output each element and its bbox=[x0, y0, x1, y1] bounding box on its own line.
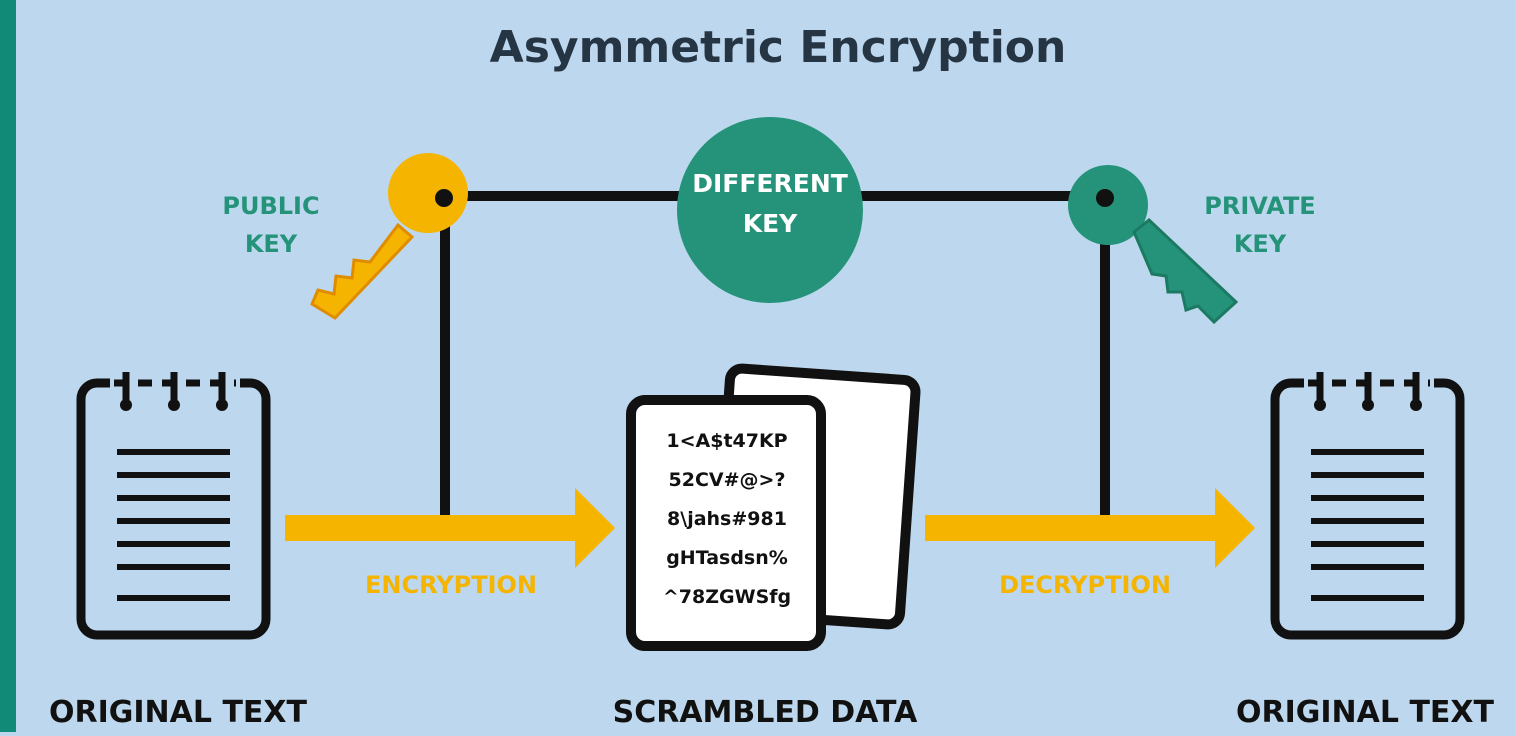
encryption-arrow bbox=[285, 488, 615, 568]
private-key-label-line2: KEY bbox=[1234, 230, 1287, 258]
scrambled-line-1: 1<A$t47KP bbox=[666, 430, 787, 452]
caption-scrambled-data: SCRAMBLED DATA bbox=[613, 695, 919, 730]
decryption-arrow bbox=[925, 488, 1255, 568]
public-key-label-line1: PUBLIC bbox=[222, 192, 319, 220]
original-text-notepad-right-icon bbox=[1270, 372, 1465, 640]
scrambled-line-2: 52CV#@>? bbox=[669, 469, 786, 491]
original-text-notepad-left-icon bbox=[76, 372, 271, 640]
encryption-label: ENCRYPTION bbox=[365, 571, 537, 599]
scrambled-line-3: 8\jahs#981 bbox=[667, 508, 787, 530]
scrambled-data-documents-icon bbox=[626, 363, 921, 651]
left-edge-bar bbox=[0, 0, 16, 732]
different-key-label-line2: KEY bbox=[743, 209, 798, 238]
different-key-circle bbox=[677, 117, 863, 303]
private-key-label-line1: PRIVATE bbox=[1204, 192, 1315, 220]
public-key-label-line2: KEY bbox=[245, 230, 298, 258]
private-key-icon bbox=[1068, 165, 1239, 325]
caption-original-text-right: ORIGINAL TEXT bbox=[1236, 695, 1495, 730]
caption-original-text-left: ORIGINAL TEXT bbox=[49, 695, 308, 730]
scrambled-line-5: ^78ZGWSfg bbox=[663, 586, 791, 608]
scrambled-line-4: gHTasdsn% bbox=[666, 547, 788, 569]
scrambled-text-block: 1<A$t47KP 52CV#@>? 8\jahs#981 gHTasdsn% … bbox=[663, 430, 791, 608]
different-key-label-line1: DIFFERENT bbox=[692, 169, 848, 198]
public-key-icon bbox=[310, 153, 468, 320]
decryption-label: DECRYPTION bbox=[999, 571, 1171, 599]
title: Asymmetric Encryption bbox=[490, 22, 1067, 73]
